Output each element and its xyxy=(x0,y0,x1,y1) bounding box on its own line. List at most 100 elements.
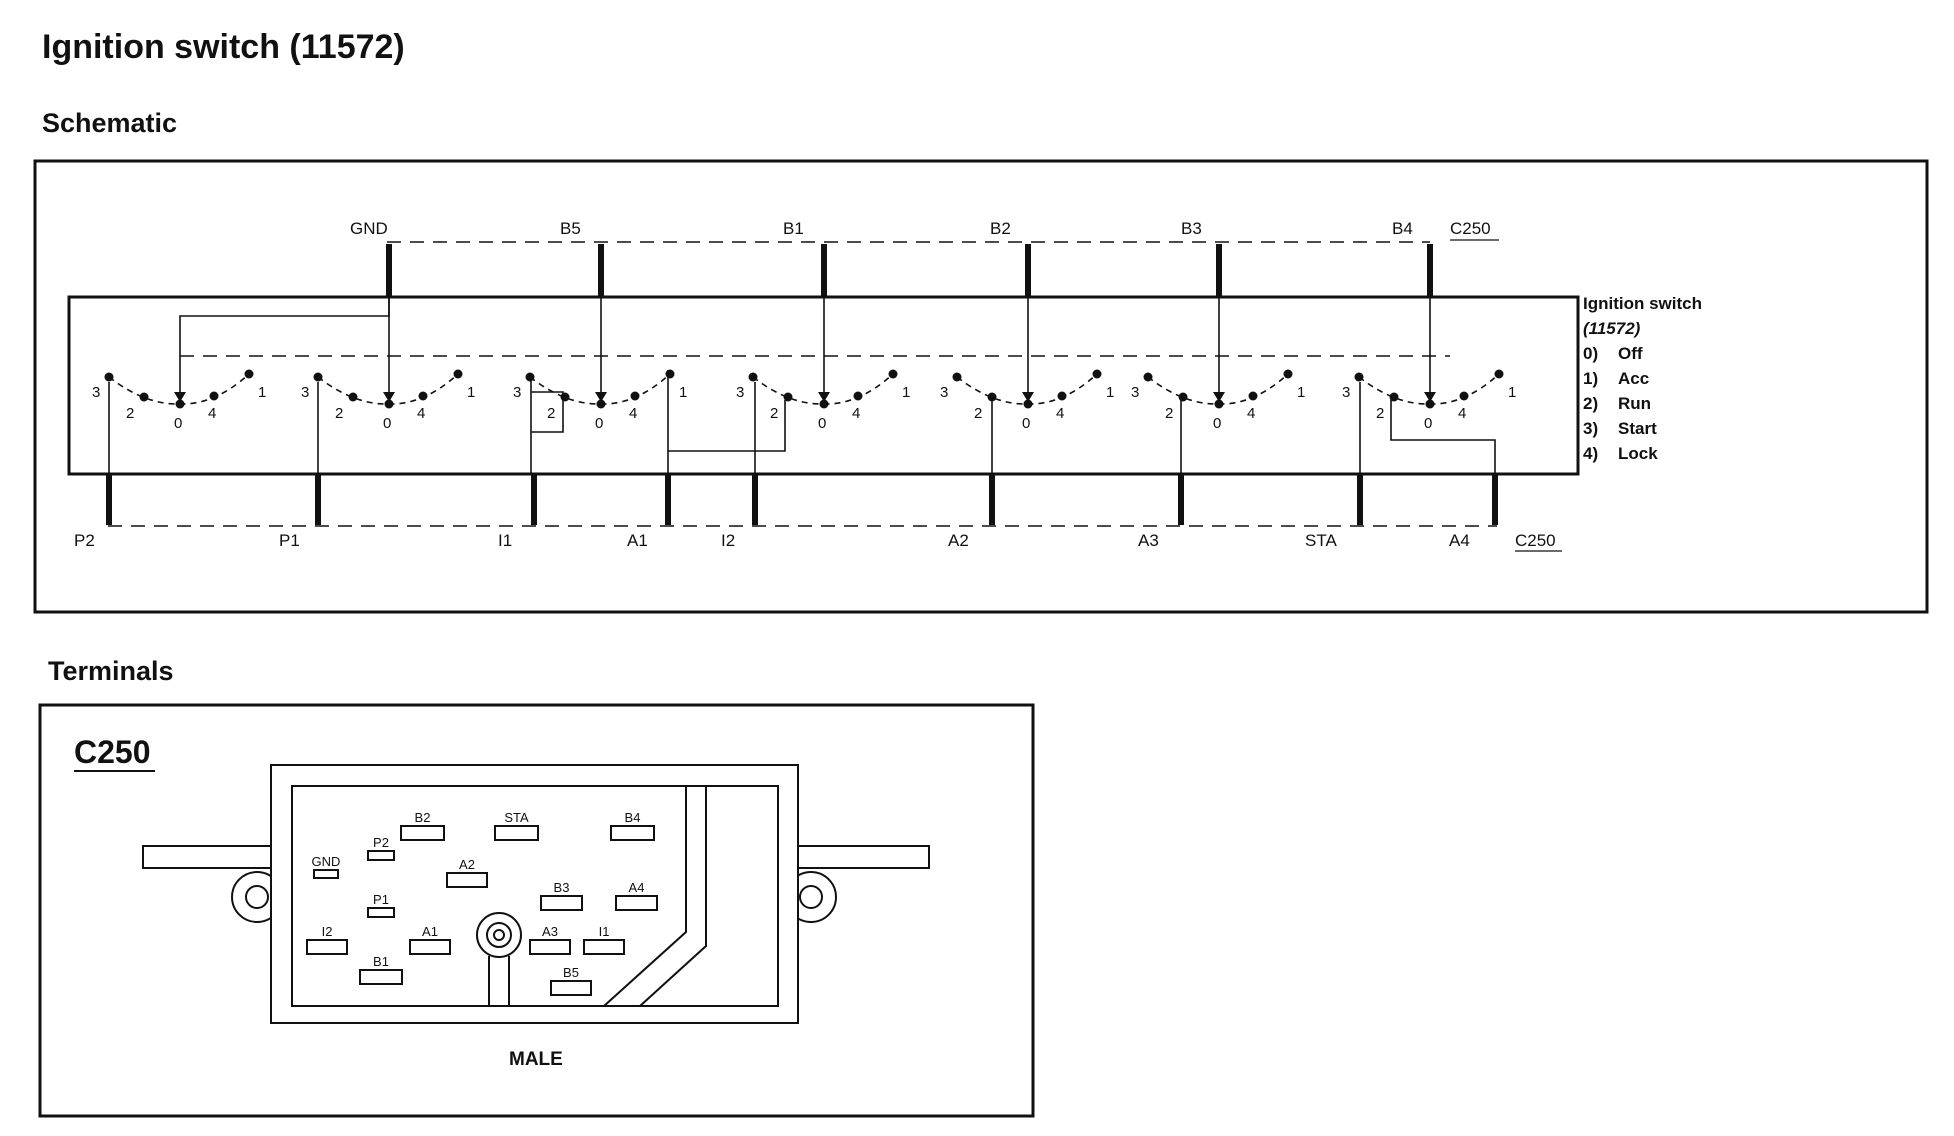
position-number: 0 xyxy=(1213,415,1221,432)
contact-point xyxy=(1283,369,1293,379)
arrowheads xyxy=(174,392,1436,402)
bottom-pins xyxy=(106,475,1498,525)
contact-point xyxy=(596,399,606,409)
switch-wafer: 3 2 0 4 1 xyxy=(940,369,1114,432)
contact-point xyxy=(819,399,829,409)
legend-num-4: 4) xyxy=(1583,444,1598,463)
bottom-terminal-i2: I2 xyxy=(721,531,735,550)
top-terminal-b5: B5 xyxy=(560,219,581,238)
legend-name-1: Acc xyxy=(1618,369,1649,388)
pin-label: P2 xyxy=(373,835,389,850)
legend-subtitle: (11572) xyxy=(1583,319,1641,338)
position-number: 1 xyxy=(1297,384,1305,401)
pin-label: A2 xyxy=(459,857,475,872)
position-number: 1 xyxy=(902,384,910,401)
bottom-terminal-a1: A1 xyxy=(627,531,648,550)
position-number: 4 xyxy=(208,405,216,422)
bottom-terminal-p2: P2 xyxy=(74,531,95,550)
position-number: 0 xyxy=(383,415,391,432)
contact-point xyxy=(1178,392,1188,402)
position-number: 4 xyxy=(852,405,860,422)
legend-num-0: 0) xyxy=(1583,344,1598,363)
position-number: 3 xyxy=(1131,384,1139,401)
contact-point xyxy=(952,372,962,382)
schematic-section-title: Schematic xyxy=(42,108,178,138)
position-number: 2 xyxy=(1376,405,1384,422)
contact-point xyxy=(1214,399,1224,409)
pin-slot xyxy=(550,980,592,996)
contact-point xyxy=(783,392,793,402)
position-number: 2 xyxy=(126,405,134,422)
top-terminal-b3: B3 xyxy=(1181,219,1202,238)
contact-point xyxy=(630,391,640,401)
top-connector-label: C250 xyxy=(1450,219,1491,238)
position-number: 3 xyxy=(1342,384,1350,401)
contact-point xyxy=(560,392,570,402)
legend-name-2: Run xyxy=(1618,394,1651,413)
bottom-terminal-sta: STA xyxy=(1305,531,1337,550)
position-number: 2 xyxy=(335,405,343,422)
pin-slot xyxy=(494,825,539,841)
terminals-frame xyxy=(38,703,1035,1118)
top-terminal-b2: B2 xyxy=(990,219,1011,238)
position-number: 1 xyxy=(1106,384,1114,401)
position-number: 1 xyxy=(258,384,266,401)
bottom-terminal-a2: A2 xyxy=(948,531,969,550)
position-number: 0 xyxy=(595,415,603,432)
pin-slot xyxy=(583,939,625,955)
pin-label: B5 xyxy=(563,965,579,980)
legend-num-3: 3) xyxy=(1583,419,1598,438)
top-terminal-b4: B4 xyxy=(1392,219,1413,238)
position-number: 3 xyxy=(940,384,948,401)
position-number: 1 xyxy=(679,384,687,401)
pin-slot xyxy=(367,850,395,861)
page-title: Ignition switch (11572) xyxy=(42,28,405,66)
connector-gender: MALE xyxy=(509,1049,563,1070)
pin-label: P1 xyxy=(373,892,389,907)
contact-point xyxy=(209,391,219,401)
position-number: 2 xyxy=(1165,405,1173,422)
contact-point xyxy=(453,369,463,379)
contact-point xyxy=(348,392,358,402)
contact-point xyxy=(244,369,254,379)
pin-label: B1 xyxy=(373,954,389,969)
pin-slot xyxy=(529,939,571,955)
terminals-section-title: Terminals xyxy=(48,656,174,686)
position-number: 4 xyxy=(629,405,637,422)
legend-name-3: Start xyxy=(1618,419,1657,438)
pin-label: I2 xyxy=(322,924,333,939)
bottom-connector-label: C250 xyxy=(1515,531,1556,550)
position-number: 4 xyxy=(417,405,425,422)
legend-name-4: Lock xyxy=(1618,444,1658,463)
position-number: 0 xyxy=(1424,415,1432,432)
position-number: 3 xyxy=(92,384,100,401)
position-number: 2 xyxy=(547,405,555,422)
contact-point xyxy=(1143,372,1153,382)
contact-point xyxy=(1425,399,1435,409)
position-number: 0 xyxy=(818,415,826,432)
contact-point xyxy=(1459,391,1469,401)
legend-name-0: Off xyxy=(1618,344,1643,363)
position-number: 2 xyxy=(974,405,982,422)
contact-point xyxy=(418,391,428,401)
pin-label: A4 xyxy=(629,880,645,895)
position-number: 1 xyxy=(1508,384,1516,401)
position-number: 4 xyxy=(1056,405,1064,422)
contact-point xyxy=(1248,391,1258,401)
contact-point xyxy=(888,369,898,379)
contact-point xyxy=(1023,399,1033,409)
contact-point xyxy=(104,372,114,382)
pin-label: B3 xyxy=(554,880,570,895)
contact-point xyxy=(525,372,535,382)
contact-point xyxy=(1057,391,1067,401)
contact-point xyxy=(1354,372,1364,382)
bottom-terminal-i1: I1 xyxy=(498,531,512,550)
contact-point xyxy=(853,391,863,401)
pin-label: B2 xyxy=(415,810,431,825)
contact-point xyxy=(384,399,394,409)
top-pins xyxy=(386,244,1433,296)
position-number: 0 xyxy=(1022,415,1030,432)
